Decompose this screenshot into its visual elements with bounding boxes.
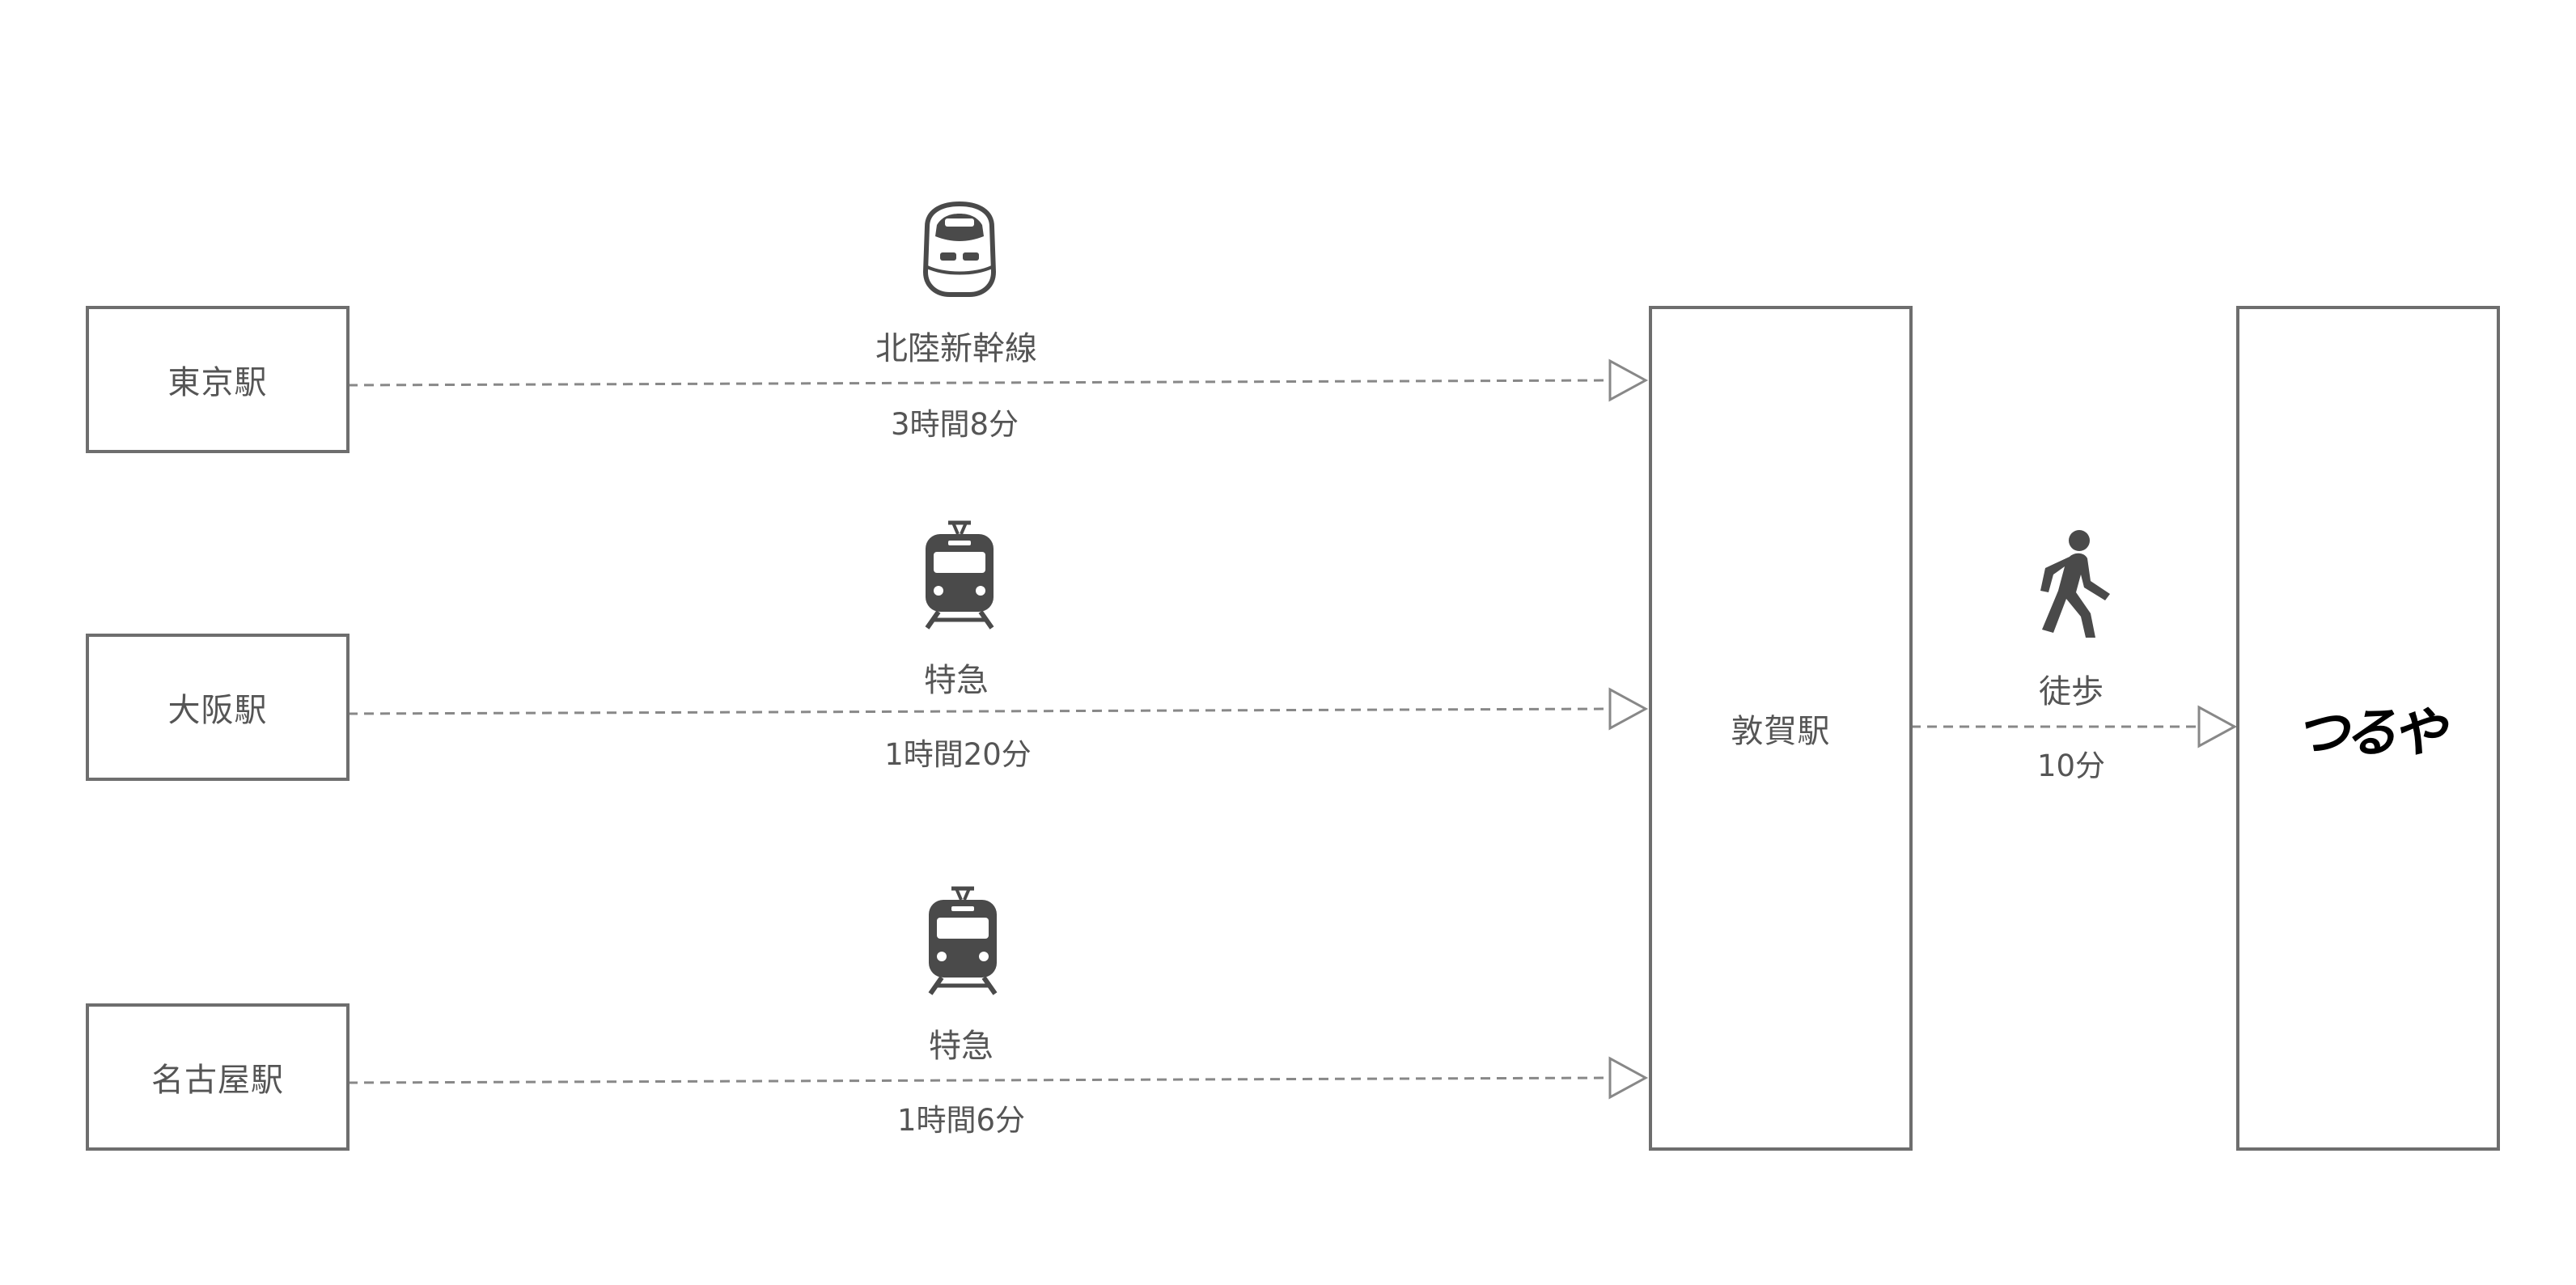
origin-box-tokyo: 東京駅 [86,306,350,453]
route-duration-tokyo: 3時間8分 [890,407,1019,442]
origin-label-osaka: 大阪駅 [167,692,268,729]
train-icon-nagoya [928,886,998,995]
walk-duration: 10分 [2036,749,2106,783]
hub-box-tsuruga: 敦賀駅 [1649,306,1913,1151]
arrowhead-nagoya [1608,1056,1649,1100]
route-duration-nagoya: 1時間6分 [896,1103,1026,1138]
shinkansen-icon [922,201,997,297]
destination-box: つるや [2236,306,2500,1151]
arrowhead-walk [2197,705,2238,749]
origin-box-osaka: 大阪駅 [86,634,350,781]
walking-person-icon [2040,530,2110,638]
route-duration-osaka: 1時間20分 [884,737,1032,772]
origin-box-nagoya: 名古屋駅 [86,1003,350,1151]
origin-label-tokyo: 東京駅 [167,364,268,401]
hub-label: 敦賀駅 [1731,713,1831,750]
arrowhead-tokyo [1608,358,1649,402]
train-icon-osaka [925,520,994,630]
walk-mode: 徒歩 [2039,673,2104,710]
route-mode-tokyo: 北陸新幹線 [875,330,1037,367]
route-mode-osaka: 特急 [924,662,989,699]
destination-logo: つるや [2295,701,2446,764]
route-mode-nagoya: 特急 [929,1028,994,1065]
origin-label-nagoya: 名古屋駅 [151,1062,284,1099]
arrowhead-osaka [1608,687,1649,731]
route-line-nagoya [347,1076,1611,1084]
route-line-osaka [347,707,1611,715]
route-line-tokyo [347,379,1611,387]
